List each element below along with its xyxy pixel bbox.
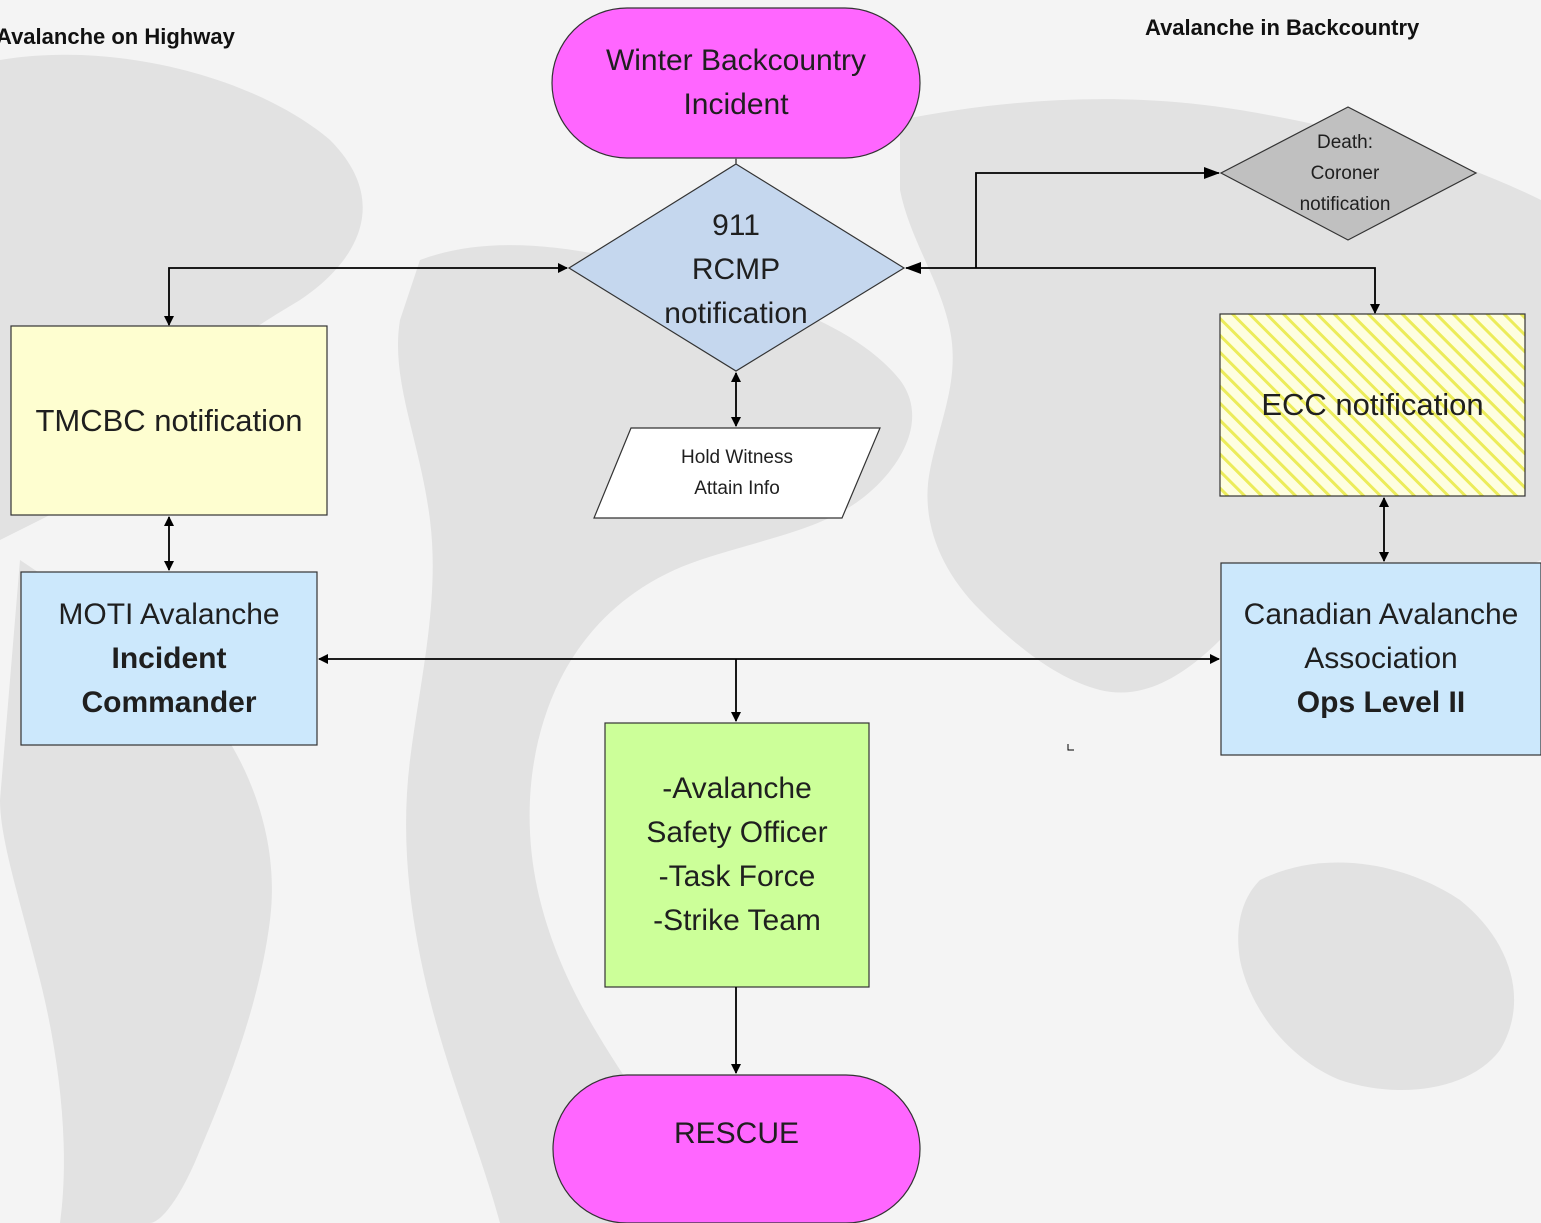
stray-corner-mark [1067, 744, 1074, 751]
rescue-terminal-shape [552, 1074, 921, 1223]
ecc-process-label: ECC notification [1261, 387, 1484, 422]
rcmp-decision-shape [567, 163, 906, 372]
header-highway: Avalanche on Highway [0, 24, 235, 49]
header-backcountry: Avalanche in Backcountry [1145, 15, 1420, 40]
rescue-terminal-label: RESCUE [673, 1117, 800, 1150]
coroner-decision-shape [1219, 106, 1478, 241]
witness-data-shape [593, 427, 881, 519]
resources-process-shape [604, 722, 870, 988]
moti-process-shape [20, 571, 318, 746]
ecc-process-shape [1219, 313, 1526, 497]
tmcbc-process-label: TMCBC notification [35, 402, 303, 438]
tmcbc-process-shape [10, 325, 328, 516]
connector-to-coroner [975, 167, 1220, 268]
connector-rcmp-tmcbc [164, 263, 568, 326]
connector-rcmp-ecc [905, 262, 1380, 314]
caa-process-shape [1220, 562, 1541, 756]
